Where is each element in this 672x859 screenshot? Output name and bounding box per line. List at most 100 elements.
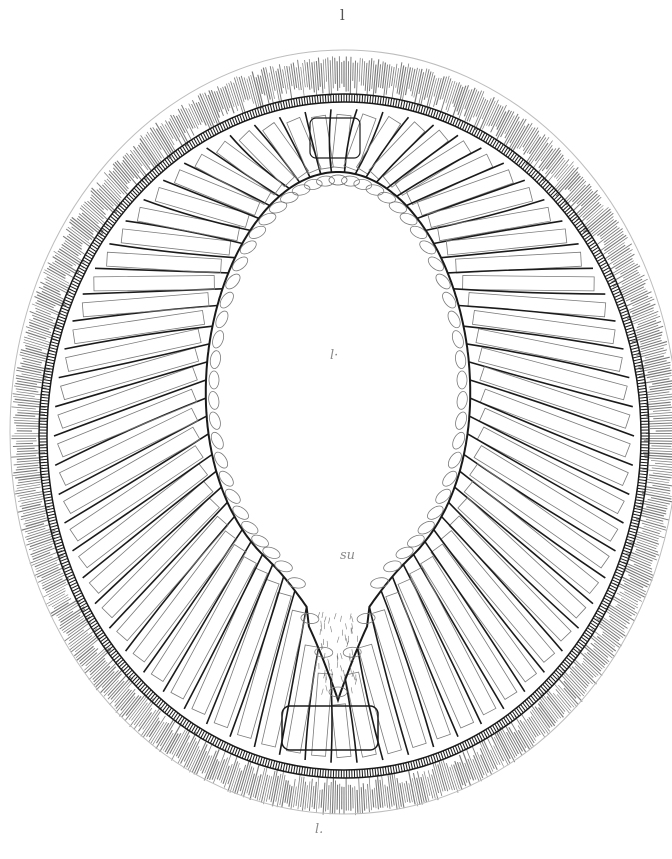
bristle	[606, 611, 627, 625]
bristle	[411, 69, 415, 91]
bristle	[355, 61, 356, 89]
bristle	[457, 86, 466, 112]
bristle	[321, 63, 323, 93]
lower-cell-box	[282, 706, 378, 750]
muscle-tick	[406, 101, 408, 109]
muscle-tick	[268, 105, 270, 113]
muscle-tick	[51, 342, 59, 344]
bristle	[518, 725, 532, 748]
groove-stroke	[322, 689, 324, 695]
bristle	[328, 785, 329, 810]
muscle-tick	[618, 564, 625, 567]
bristle	[17, 413, 45, 415]
muscle-tick	[291, 99, 292, 107]
bristle	[365, 63, 367, 91]
bristle	[74, 635, 100, 656]
bristle	[482, 98, 491, 119]
bristle	[565, 181, 586, 203]
muscle-tick	[296, 98, 297, 106]
bristle	[630, 552, 653, 561]
muscle-tick	[70, 582, 77, 586]
bristle	[428, 777, 433, 799]
bristle	[35, 308, 50, 314]
bristle	[353, 787, 354, 808]
muscle-tick	[315, 96, 316, 104]
bristle	[335, 58, 336, 84]
muscle-tick	[250, 754, 252, 762]
muscle-tick	[281, 101, 283, 109]
lining-lobe	[316, 176, 335, 187]
bristle	[399, 65, 404, 94]
bristle	[123, 160, 138, 179]
bristle	[54, 251, 76, 265]
muscle-tick	[626, 327, 634, 330]
muscle-tick	[43, 380, 51, 381]
muscle-tick	[465, 741, 468, 748]
bristle	[90, 197, 103, 209]
bristle	[147, 132, 165, 160]
bristle	[143, 710, 156, 730]
muscle-tick	[64, 300, 71, 303]
muscle-tick	[455, 119, 458, 126]
bristle	[326, 778, 328, 811]
muscle-tick	[638, 391, 646, 392]
bristle	[201, 743, 213, 771]
bristle	[519, 127, 532, 149]
bristle	[487, 100, 499, 126]
muscle-tick	[614, 294, 621, 297]
muscle-tick	[225, 743, 228, 750]
bristle	[108, 681, 124, 699]
bristle	[16, 467, 43, 470]
muscle-tick	[40, 459, 48, 460]
muscle-tick	[638, 480, 646, 481]
bristle	[646, 405, 671, 407]
bristle	[115, 689, 130, 706]
bristle	[37, 567, 59, 577]
muscle-tick	[396, 99, 397, 107]
bristle	[556, 172, 577, 196]
bristle	[15, 415, 35, 416]
muscle-tick	[606, 593, 613, 597]
lining-lobe	[341, 176, 360, 187]
cell-body	[479, 348, 628, 400]
muscle-tick	[278, 762, 280, 770]
muscle-tick	[628, 534, 636, 536]
lining-lobe	[416, 519, 437, 537]
muscle-tick	[640, 465, 648, 466]
bristle	[312, 786, 314, 807]
muscle-tick	[413, 103, 415, 111]
bristle	[544, 689, 564, 714]
bristle	[156, 123, 174, 154]
muscle-tick	[252, 755, 254, 763]
muscle-tick	[51, 528, 59, 530]
muscle-tick	[304, 97, 305, 105]
groove-stroke	[343, 670, 344, 676]
muscle-tick	[317, 95, 318, 103]
muscle-tick	[48, 353, 56, 355]
bristle	[653, 473, 672, 475]
bristle	[59, 249, 81, 263]
muscle-tick	[640, 409, 648, 410]
lining-lobe	[417, 238, 438, 256]
bristle	[556, 689, 571, 707]
muscle-tick	[52, 336, 60, 338]
cell-body	[383, 130, 448, 187]
bristle	[600, 222, 619, 237]
groove-stroke	[352, 623, 353, 629]
muscle-tick	[401, 100, 403, 108]
cell-wall	[442, 517, 563, 652]
bristle	[568, 176, 580, 189]
muscle-tick	[46, 365, 54, 367]
bristle	[323, 783, 325, 815]
bristle	[355, 786, 356, 815]
bristle	[184, 738, 196, 762]
bristle	[234, 77, 245, 114]
muscle-tick	[242, 751, 245, 759]
cell-body	[94, 276, 215, 291]
cell-body	[263, 123, 309, 179]
muscle-tick	[365, 95, 366, 103]
bristle	[588, 213, 614, 234]
muscle-tick	[71, 585, 78, 589]
muscle-tick	[413, 761, 415, 769]
bristle	[646, 448, 672, 449]
